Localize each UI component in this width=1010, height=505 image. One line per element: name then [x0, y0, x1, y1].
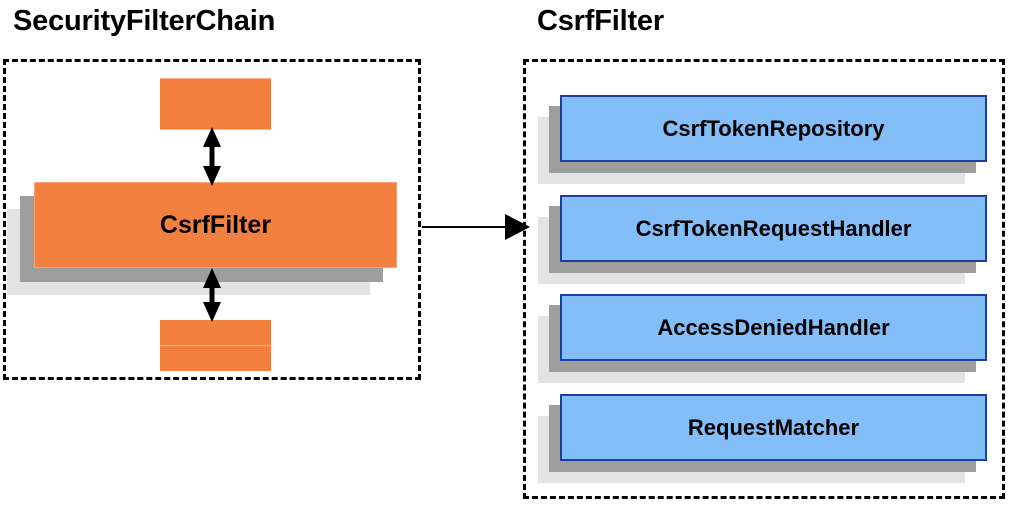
node-face: CsrfTokenRequestHandler	[560, 195, 987, 262]
node-access-denied-handler[interactable]: AccessDeniedHandler	[538, 294, 987, 383]
node-face: RequestMatcher	[560, 394, 987, 461]
connector-csrf-filter-to-upstream	[203, 127, 221, 186]
node-csrf-token-repository[interactable]: CsrfTokenRepository	[538, 95, 987, 184]
node-face: CsrfFilter	[34, 182, 397, 268]
node-label: RequestMatcher	[687, 414, 860, 440]
panel-security-filter-chain	[3, 59, 421, 380]
node-face: CsrfTokenRepository	[560, 95, 987, 162]
node-label: CsrfTokenRequestHandler	[635, 215, 912, 241]
filter-bar-top-2	[160, 104, 271, 130]
filter-bar-top-1	[160, 78, 271, 104]
node-request-matcher[interactable]: RequestMatcher	[538, 394, 987, 483]
node-csrf-filter[interactable]: CsrfFilter	[7, 182, 397, 295]
panel-title-security-filter-chain: SecurityFilterChain	[13, 5, 276, 37]
node-label: CsrfTokenRepository	[662, 115, 885, 141]
panel-title-csrf-filter: CsrfFilter	[537, 5, 664, 37]
connector-chain-to-detail	[422, 214, 530, 240]
node-label: AccessDeniedHandler	[657, 314, 890, 340]
connector-csrf-filter-to-downstream	[203, 268, 221, 322]
node-label: CsrfFilter	[159, 210, 272, 239]
node-face: AccessDeniedHandler	[560, 294, 987, 361]
panel-csrf-filter-detail	[523, 59, 1005, 499]
node-csrf-token-request-handler[interactable]: CsrfTokenRequestHandler	[538, 195, 987, 284]
filter-bar-bottom-1	[160, 320, 271, 346]
filter-bar-bottom-2	[160, 346, 271, 371]
